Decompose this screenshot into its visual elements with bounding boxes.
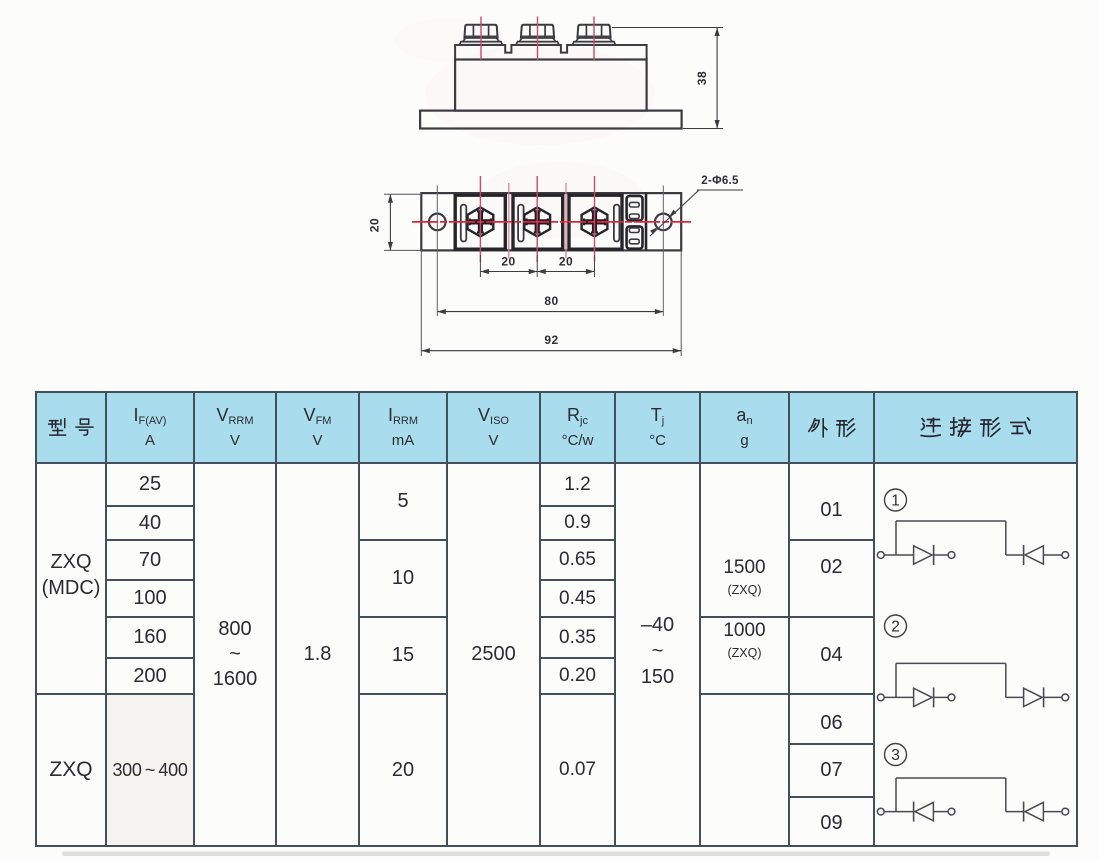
svg-text:2-Φ6.5: 2-Φ6.5 — [701, 175, 739, 187]
svg-text:20: 20 — [559, 255, 573, 269]
svg-text:20: 20 — [501, 255, 515, 269]
svg-text:20: 20 — [368, 218, 382, 232]
svg-text:92: 92 — [544, 333, 558, 347]
svg-text:80: 80 — [544, 294, 558, 308]
svg-text:38: 38 — [695, 71, 709, 85]
